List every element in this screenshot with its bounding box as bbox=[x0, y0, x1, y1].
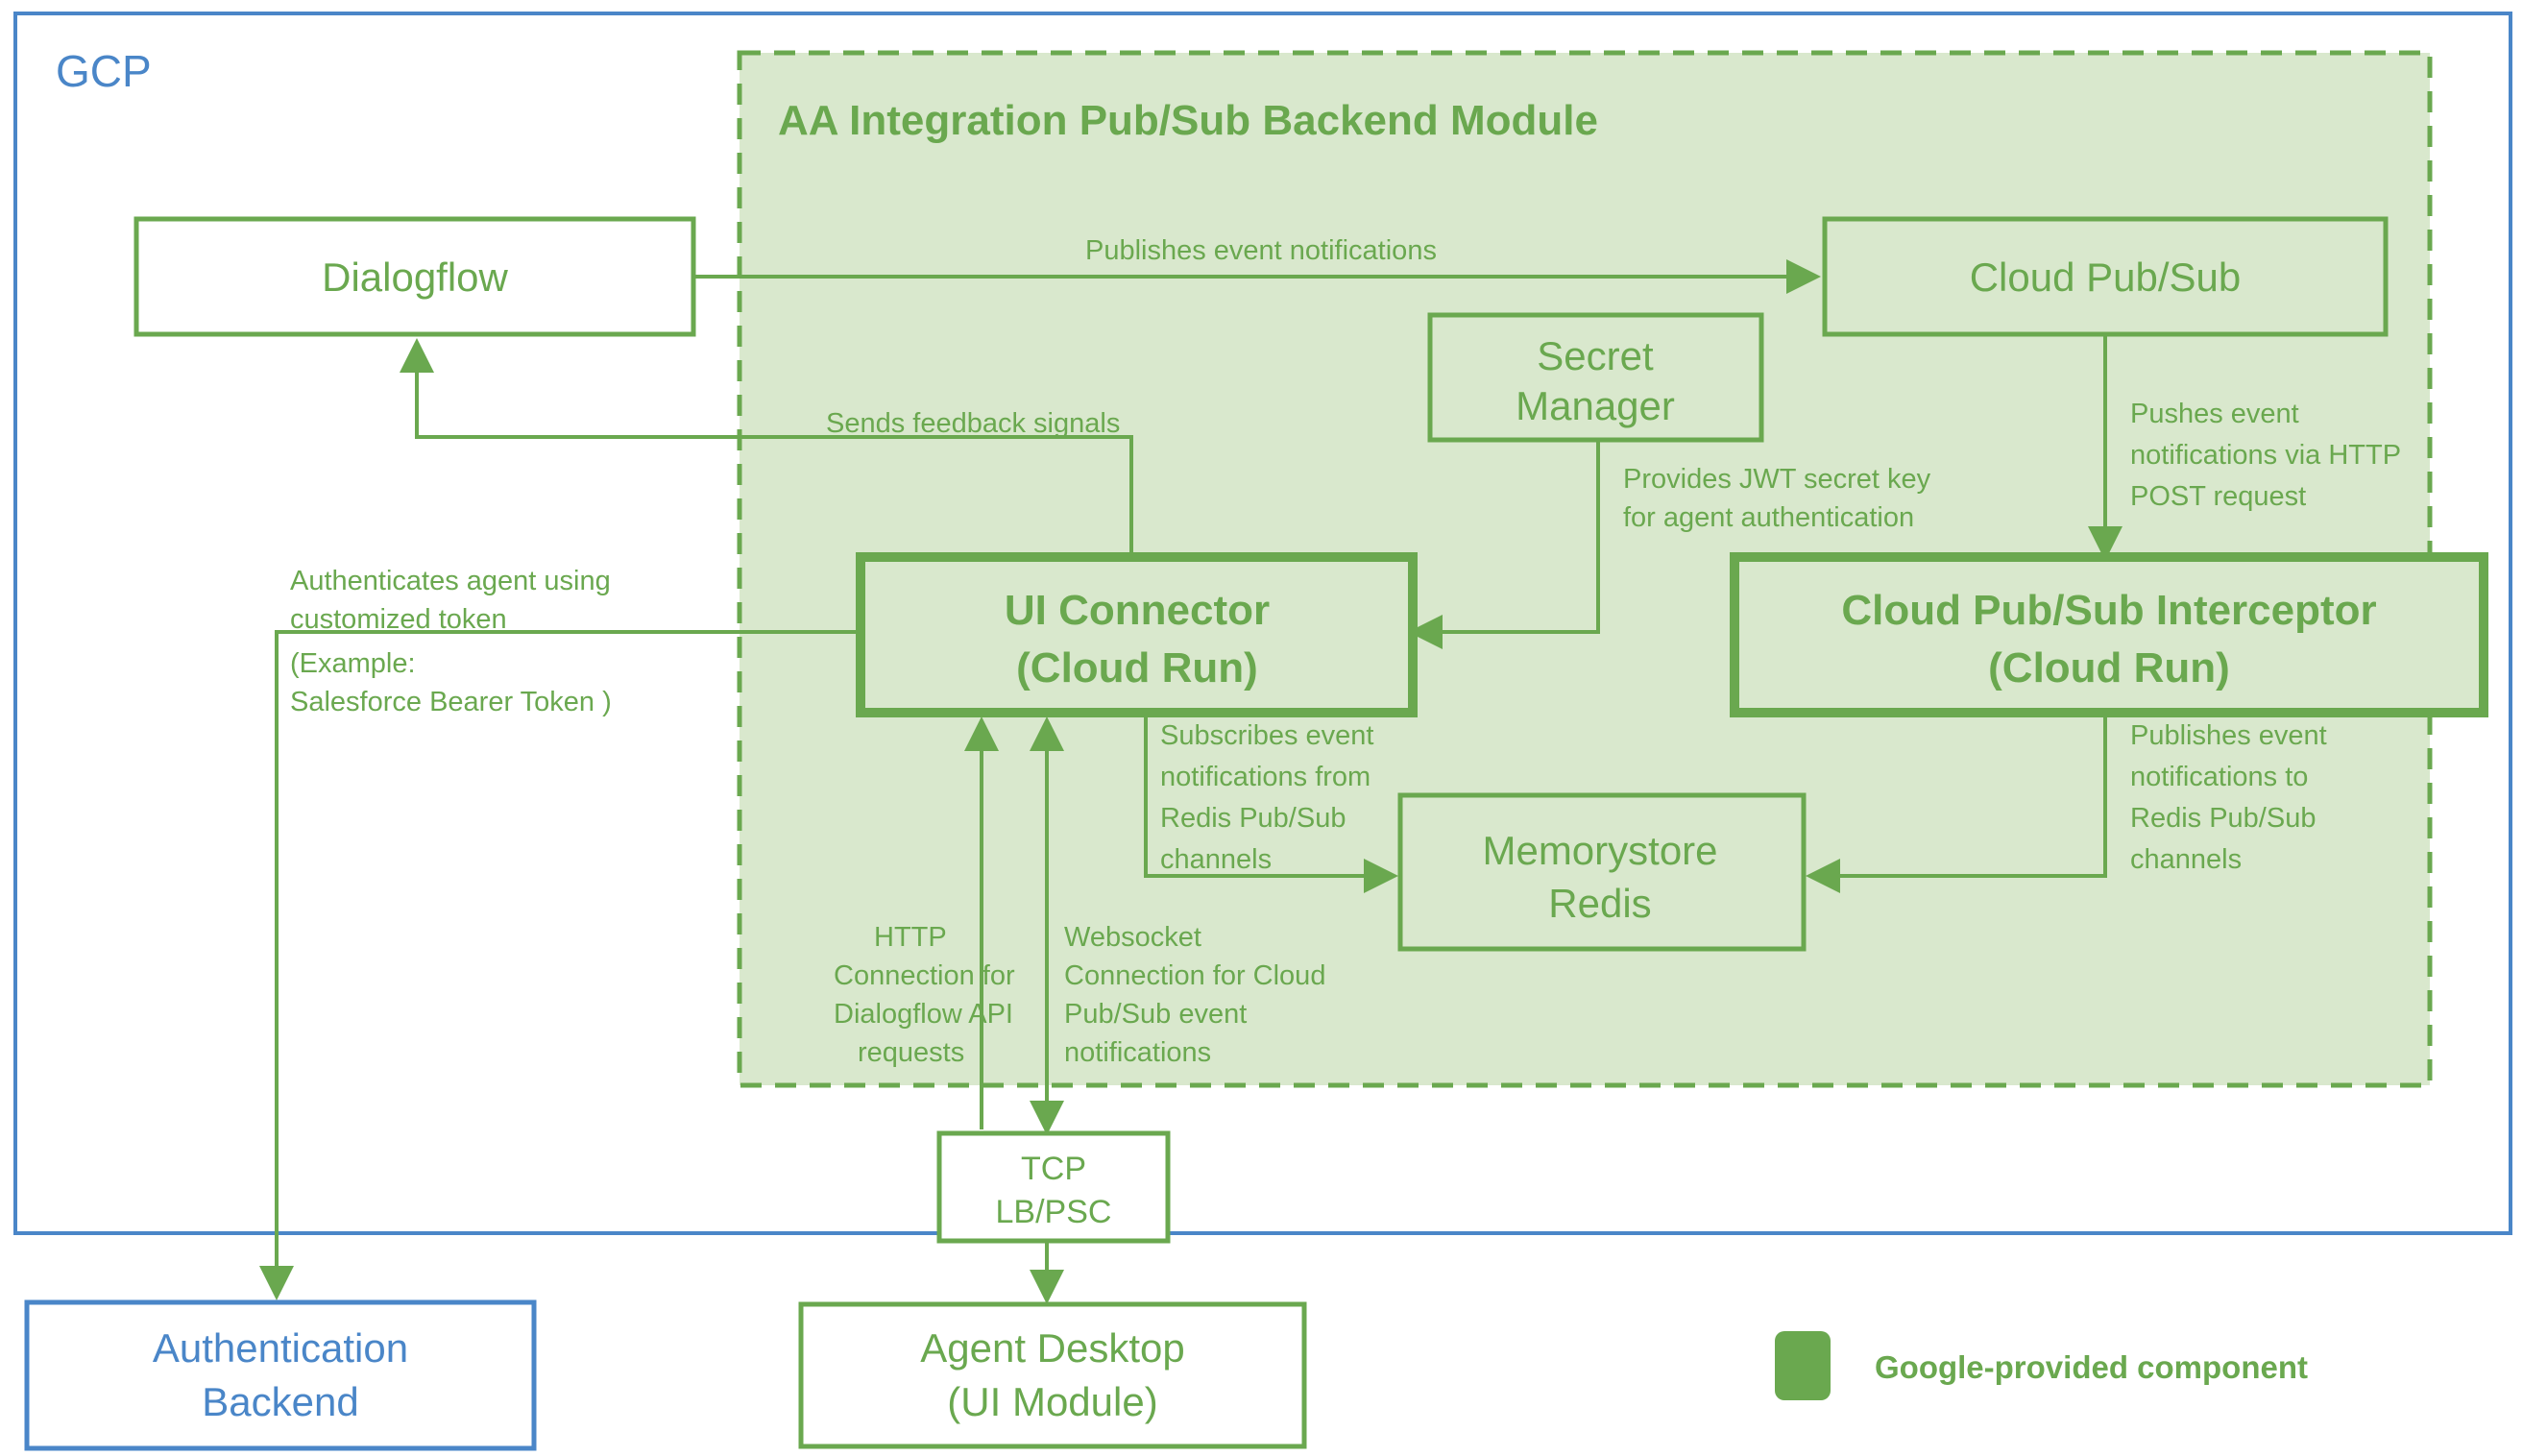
edge-label-pushes-event-http: Pushes event notifications via HTTP POST… bbox=[2130, 399, 2401, 512]
edge-label-websocket-connection-line2: Connection for Cloud bbox=[1064, 960, 1325, 991]
edge-label-http-connection-line2: Connection for bbox=[834, 960, 1015, 991]
edge-ui-connector-to-memorystore bbox=[1144, 713, 1398, 893]
node-ui-connector[interactable]: UI Connector (Cloud Run) bbox=[856, 552, 1418, 717]
memorystore-redis-label-line2: Redis bbox=[1548, 881, 1651, 926]
tcp-lb-psc-label-line2: LB/PSC bbox=[996, 1194, 1112, 1230]
edge-label-publishes-to-redis-line4: channels bbox=[2130, 844, 2242, 875]
edge-label-authenticates-agent-line2: customized token bbox=[290, 604, 507, 635]
memorystore-redis-label-line1: Memorystore bbox=[1482, 828, 1717, 873]
edge-label-websocket-connection-line1: Websocket bbox=[1064, 922, 1201, 953]
edge-label-publishes-to-redis-line2: notifications to bbox=[2130, 762, 2308, 792]
authentication-backend-label-line1: Authentication bbox=[153, 1325, 408, 1371]
cloud-pubsub-interceptor-label-line2: (Cloud Run) bbox=[1988, 644, 2230, 692]
edge-label-subscribes-event: Subscribes event notifications from Redi… bbox=[1160, 720, 1373, 875]
node-authentication-backend[interactable]: Authentication Backend bbox=[24, 1299, 537, 1451]
edge-label-publishes-to-redis-line3: Redis Pub/Sub bbox=[2130, 803, 2316, 834]
edge-label-provides-jwt: Provides JWT secret key for agent authen… bbox=[1623, 464, 1931, 533]
cloud-pubsub-label: Cloud Pub/Sub bbox=[1970, 255, 2242, 300]
node-cloud-pubsub-interceptor[interactable]: Cloud Pub/Sub Interceptor (Cloud Run) bbox=[1730, 552, 2488, 717]
edge-ui-connector-to-auth-backend bbox=[259, 630, 864, 1300]
memorystore-redis-box[interactable] bbox=[1397, 792, 1807, 952]
dialogflow-label: Dialogflow bbox=[322, 255, 508, 300]
edge-label-provides-jwt-line2: for agent authentication bbox=[1623, 502, 1914, 533]
edge-label-authenticates-agent: Authenticates agent using customized tok… bbox=[290, 566, 612, 717]
edge-label-http-connection-line4: requests bbox=[858, 1037, 964, 1068]
edge-label-pushes-event-http-line3: POST request bbox=[2130, 481, 2306, 512]
edge-label-subscribes-event-line4: channels bbox=[1160, 844, 1272, 875]
edge-label-authenticates-agent-line3: (Example: bbox=[290, 648, 416, 679]
agent-desktop-box[interactable] bbox=[798, 1301, 1307, 1449]
edge-label-http-connection-line3: Dialogflow API bbox=[834, 999, 1013, 1030]
legend-swatch-google-component bbox=[1775, 1331, 1831, 1400]
edge-secret-manager-to-ui-connector bbox=[1408, 440, 1600, 649]
node-secret-manager[interactable]: Secret Manager bbox=[1427, 312, 1764, 443]
legend: Google-provided component bbox=[1775, 1331, 2308, 1400]
secret-manager-label-line1: Secret bbox=[1537, 333, 1654, 378]
node-dialogflow[interactable]: Dialogflow bbox=[133, 216, 696, 337]
agent-desktop-label-line2: (UI Module) bbox=[947, 1379, 1157, 1424]
ui-connector-label-line2: (Cloud Run) bbox=[1016, 644, 1258, 692]
ui-connector-label-line1: UI Connector bbox=[1005, 587, 1270, 634]
node-cloud-pubsub[interactable]: Cloud Pub/Sub bbox=[1822, 216, 2389, 337]
edge-ui-connector-to-dialogflow bbox=[400, 338, 1133, 571]
gcp-boundary bbox=[13, 12, 2512, 1235]
tcp-lb-psc-box[interactable] bbox=[936, 1130, 1171, 1244]
edge-label-sends-feedback-signals: Sends feedback signals bbox=[826, 408, 1120, 439]
cloud-pubsub-interceptor-box[interactable] bbox=[1730, 552, 2488, 717]
edge-label-authenticates-agent-line1: Authenticates agent using bbox=[290, 566, 611, 596]
edge-label-subscribes-event-line3: Redis Pub/Sub bbox=[1160, 803, 1346, 834]
node-agent-desktop[interactable]: Agent Desktop (UI Module) bbox=[798, 1301, 1307, 1449]
edge-interceptor-to-memorystore bbox=[1806, 713, 2107, 893]
edge-label-websocket-connection: Websocket Connection for Cloud Pub/Sub e… bbox=[1064, 922, 1325, 1068]
ui-connector-box[interactable] bbox=[856, 552, 1418, 717]
authentication-backend-box[interactable] bbox=[24, 1299, 537, 1451]
edge-label-publishes-to-redis: Publishes event notifications to Redis P… bbox=[2130, 720, 2327, 875]
cloud-pubsub-box[interactable] bbox=[1822, 216, 2389, 337]
edge-label-publishes-to-redis-line1: Publishes event bbox=[2130, 720, 2327, 751]
edge-label-pushes-event-http-line2: notifications via HTTP bbox=[2130, 440, 2401, 471]
edge-label-subscribes-event-line1: Subscribes event bbox=[1160, 720, 1373, 751]
edge-label-subscribes-event-line2: notifications from bbox=[1160, 762, 1371, 792]
legend-label-google-component: Google-provided component bbox=[1875, 1349, 2308, 1385]
aa-integration-module-title: AA Integration Pub/Sub Backend Module bbox=[778, 97, 1598, 144]
tcp-lb-psc-label-line1: TCP bbox=[1021, 1151, 1086, 1187]
dialogflow-box[interactable] bbox=[133, 216, 696, 337]
secret-manager-box[interactable] bbox=[1427, 312, 1764, 443]
node-tcp-lb-psc[interactable]: TCP LB/PSC bbox=[936, 1130, 1171, 1244]
edge-label-authenticates-agent-line4: Salesforce Bearer Token ) bbox=[290, 687, 612, 717]
edge-label-websocket-connection-line3: Pub/Sub event bbox=[1064, 999, 1247, 1030]
edge-label-http-connection: HTTP Connection for Dialogflow API reque… bbox=[834, 922, 1015, 1068]
edge-label-websocket-connection-line4: notifications bbox=[1064, 1037, 1211, 1068]
edge-label-publishes-event-notifications: Publishes event notifications bbox=[1085, 235, 1437, 266]
secret-manager-label-line2: Manager bbox=[1516, 383, 1675, 428]
edge-label-provides-jwt-line1: Provides JWT secret key bbox=[1623, 464, 1931, 495]
cloud-pubsub-interceptor-label-line1: Cloud Pub/Sub Interceptor bbox=[1841, 587, 2376, 634]
authentication-backend-label-line2: Backend bbox=[202, 1379, 358, 1424]
gcp-label: GCP bbox=[56, 46, 152, 96]
node-memorystore-redis[interactable]: Memorystore Redis bbox=[1397, 792, 1807, 952]
edge-label-pushes-event-http-line1: Pushes event bbox=[2130, 399, 2299, 429]
edge-label-http-connection-line1: HTTP bbox=[874, 922, 947, 953]
agent-desktop-label-line1: Agent Desktop bbox=[920, 1325, 1185, 1371]
